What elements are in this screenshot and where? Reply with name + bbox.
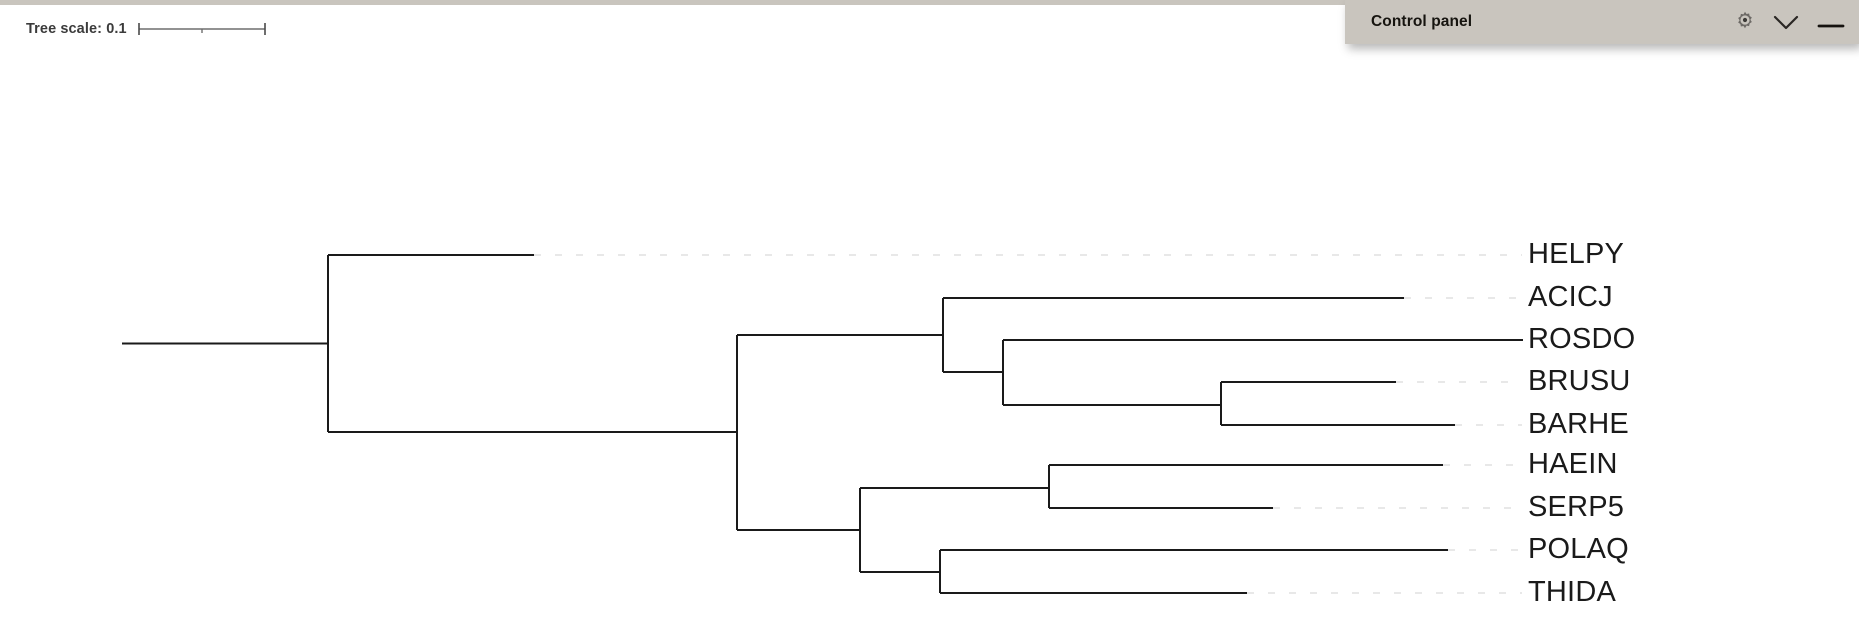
top-gray-strip (0, 0, 1859, 5)
leaf-label-acicj[interactable]: ACICJ (1528, 281, 1613, 313)
tree-scale-label: Tree scale: 0.1 (26, 21, 127, 37)
minimize-icon[interactable] (1815, 10, 1847, 34)
leaf-label-thida[interactable]: THIDA (1528, 576, 1616, 608)
tree-scale-bar: Tree scale: 0.1 (26, 17, 268, 41)
chevron-down-icon[interactable] (1771, 10, 1801, 34)
control-panel-actions (1733, 10, 1851, 34)
control-panel-title: Control panel (1371, 13, 1473, 30)
leaf-label-serp5[interactable]: SERP5 (1528, 491, 1625, 523)
leaf-label-haein[interactable]: HAEIN (1528, 448, 1618, 480)
control-panel[interactable]: Control panel (1345, 0, 1859, 44)
tree-branch-layer (122, 254, 1523, 594)
gear-icon[interactable] (1733, 10, 1757, 34)
leaf-label-barhe[interactable]: BARHE (1528, 408, 1629, 440)
leaf-label-rosdo[interactable]: ROSDO (1528, 323, 1636, 355)
leader-dash-layer (534, 253, 1523, 595)
leaf-label-helpy[interactable]: HELPY (1528, 238, 1625, 270)
scale-bar-ruler-icon (137, 23, 266, 35)
leaf-label-polaq[interactable]: POLAQ (1528, 533, 1629, 565)
leaf-label-brusu[interactable]: BRUSU (1528, 365, 1631, 397)
